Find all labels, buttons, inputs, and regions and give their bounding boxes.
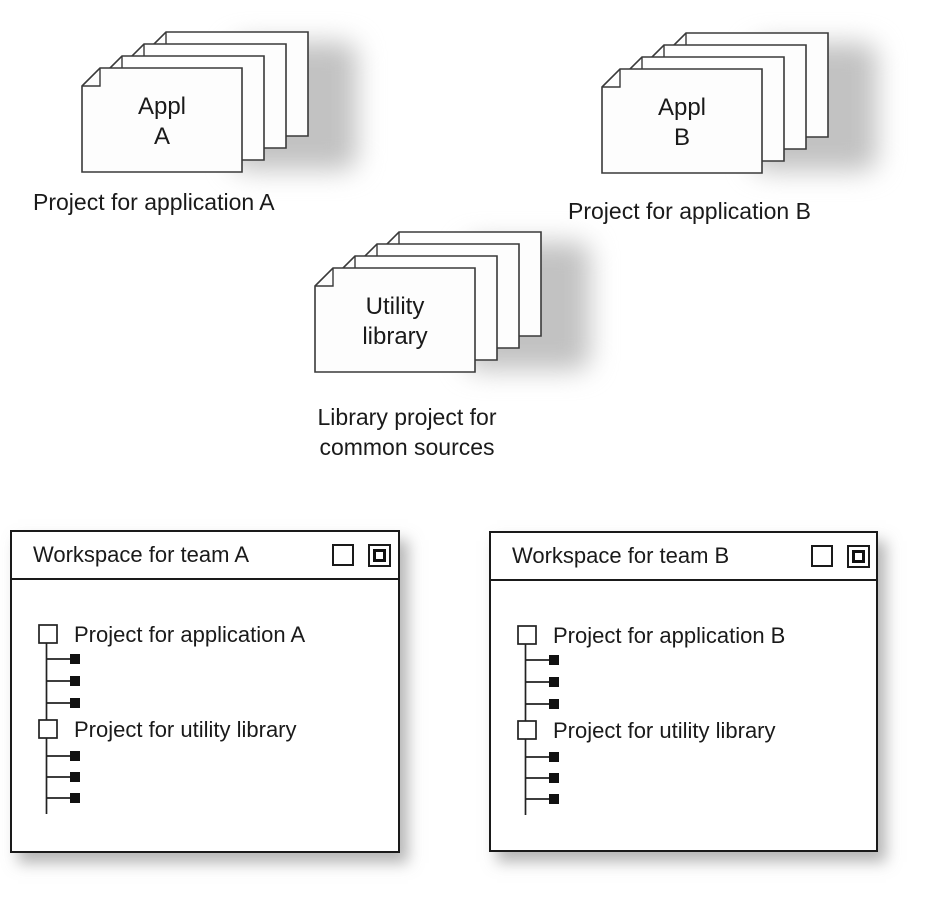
tree-expand-box[interactable]: [38, 624, 58, 644]
file-leaf-icon: [549, 677, 559, 687]
workspace-window-team-a: Workspace for team A Project for applica…: [10, 530, 400, 853]
window-client-area: Project for application B Project for ut…: [491, 581, 876, 852]
stack-a-caption: Project for application A: [33, 189, 275, 215]
titlebar[interactable]: Workspace for team B: [491, 533, 876, 581]
workspace-window-team-b: Workspace for team B Project for applica…: [489, 531, 878, 852]
tree-node-label: Project for application A: [74, 622, 305, 647]
file-leaf-icon: [70, 698, 80, 708]
stack-title-line1: Utility: [366, 293, 425, 320]
doc-stack-utility-library: Utility library: [314, 231, 542, 373]
project-tree: Project for application B Project for ut…: [517, 623, 785, 815]
tree-node-label: Project for utility library: [553, 718, 776, 743]
restore-icon: [852, 550, 865, 563]
file-leaf-icon: [549, 752, 559, 762]
restore-button[interactable]: [847, 545, 870, 568]
stack-utility-caption: Library project for common sources: [307, 402, 507, 462]
restore-button[interactable]: [368, 544, 391, 567]
stack-title-line2: library: [362, 323, 427, 350]
tree-node-label: Project for utility library: [74, 717, 297, 742]
stack-title-line2: B: [674, 124, 690, 151]
tree-node-label: Project for application B: [553, 623, 785, 648]
doc-stack-application-b: Appl B: [601, 32, 829, 174]
maximize-button[interactable]: [332, 544, 354, 566]
tree-expand-box[interactable]: [517, 625, 537, 645]
document-page-front: Appl A: [81, 67, 243, 173]
stack-title-line1: Appl: [138, 93, 186, 120]
stack-title-line1: Appl: [658, 94, 706, 121]
file-leaf-icon: [549, 794, 559, 804]
window-title: Workspace for team A: [33, 542, 250, 567]
stack-b-caption: Project for application B: [568, 198, 811, 224]
file-leaf-icon: [70, 751, 80, 761]
file-leaf-icon: [549, 655, 559, 665]
document-page-front: Utility library: [314, 267, 476, 373]
tree-expand-box[interactable]: [38, 719, 58, 739]
file-leaf-icon: [549, 699, 559, 709]
file-leaf-icon: [70, 793, 80, 803]
window-title: Workspace for team B: [512, 543, 730, 568]
window-client-area: Project for application A Project for ut…: [12, 580, 398, 853]
stack-title-line2: A: [154, 123, 170, 150]
file-leaf-icon: [549, 773, 559, 783]
file-leaf-icon: [70, 676, 80, 686]
file-leaf-icon: [70, 772, 80, 782]
doc-stack-application-a: Appl A: [81, 31, 309, 173]
tree-expand-box[interactable]: [517, 720, 537, 740]
caption-line: Library project for: [317, 404, 497, 430]
project-tree: Project for application A Project for ut…: [38, 622, 305, 814]
caption-line: common sources: [319, 434, 495, 460]
file-leaf-icon: [70, 654, 80, 664]
titlebar[interactable]: Workspace for team A: [12, 532, 398, 580]
document-page-front: Appl B: [601, 68, 763, 174]
restore-icon: [373, 549, 386, 562]
maximize-button[interactable]: [811, 545, 833, 567]
